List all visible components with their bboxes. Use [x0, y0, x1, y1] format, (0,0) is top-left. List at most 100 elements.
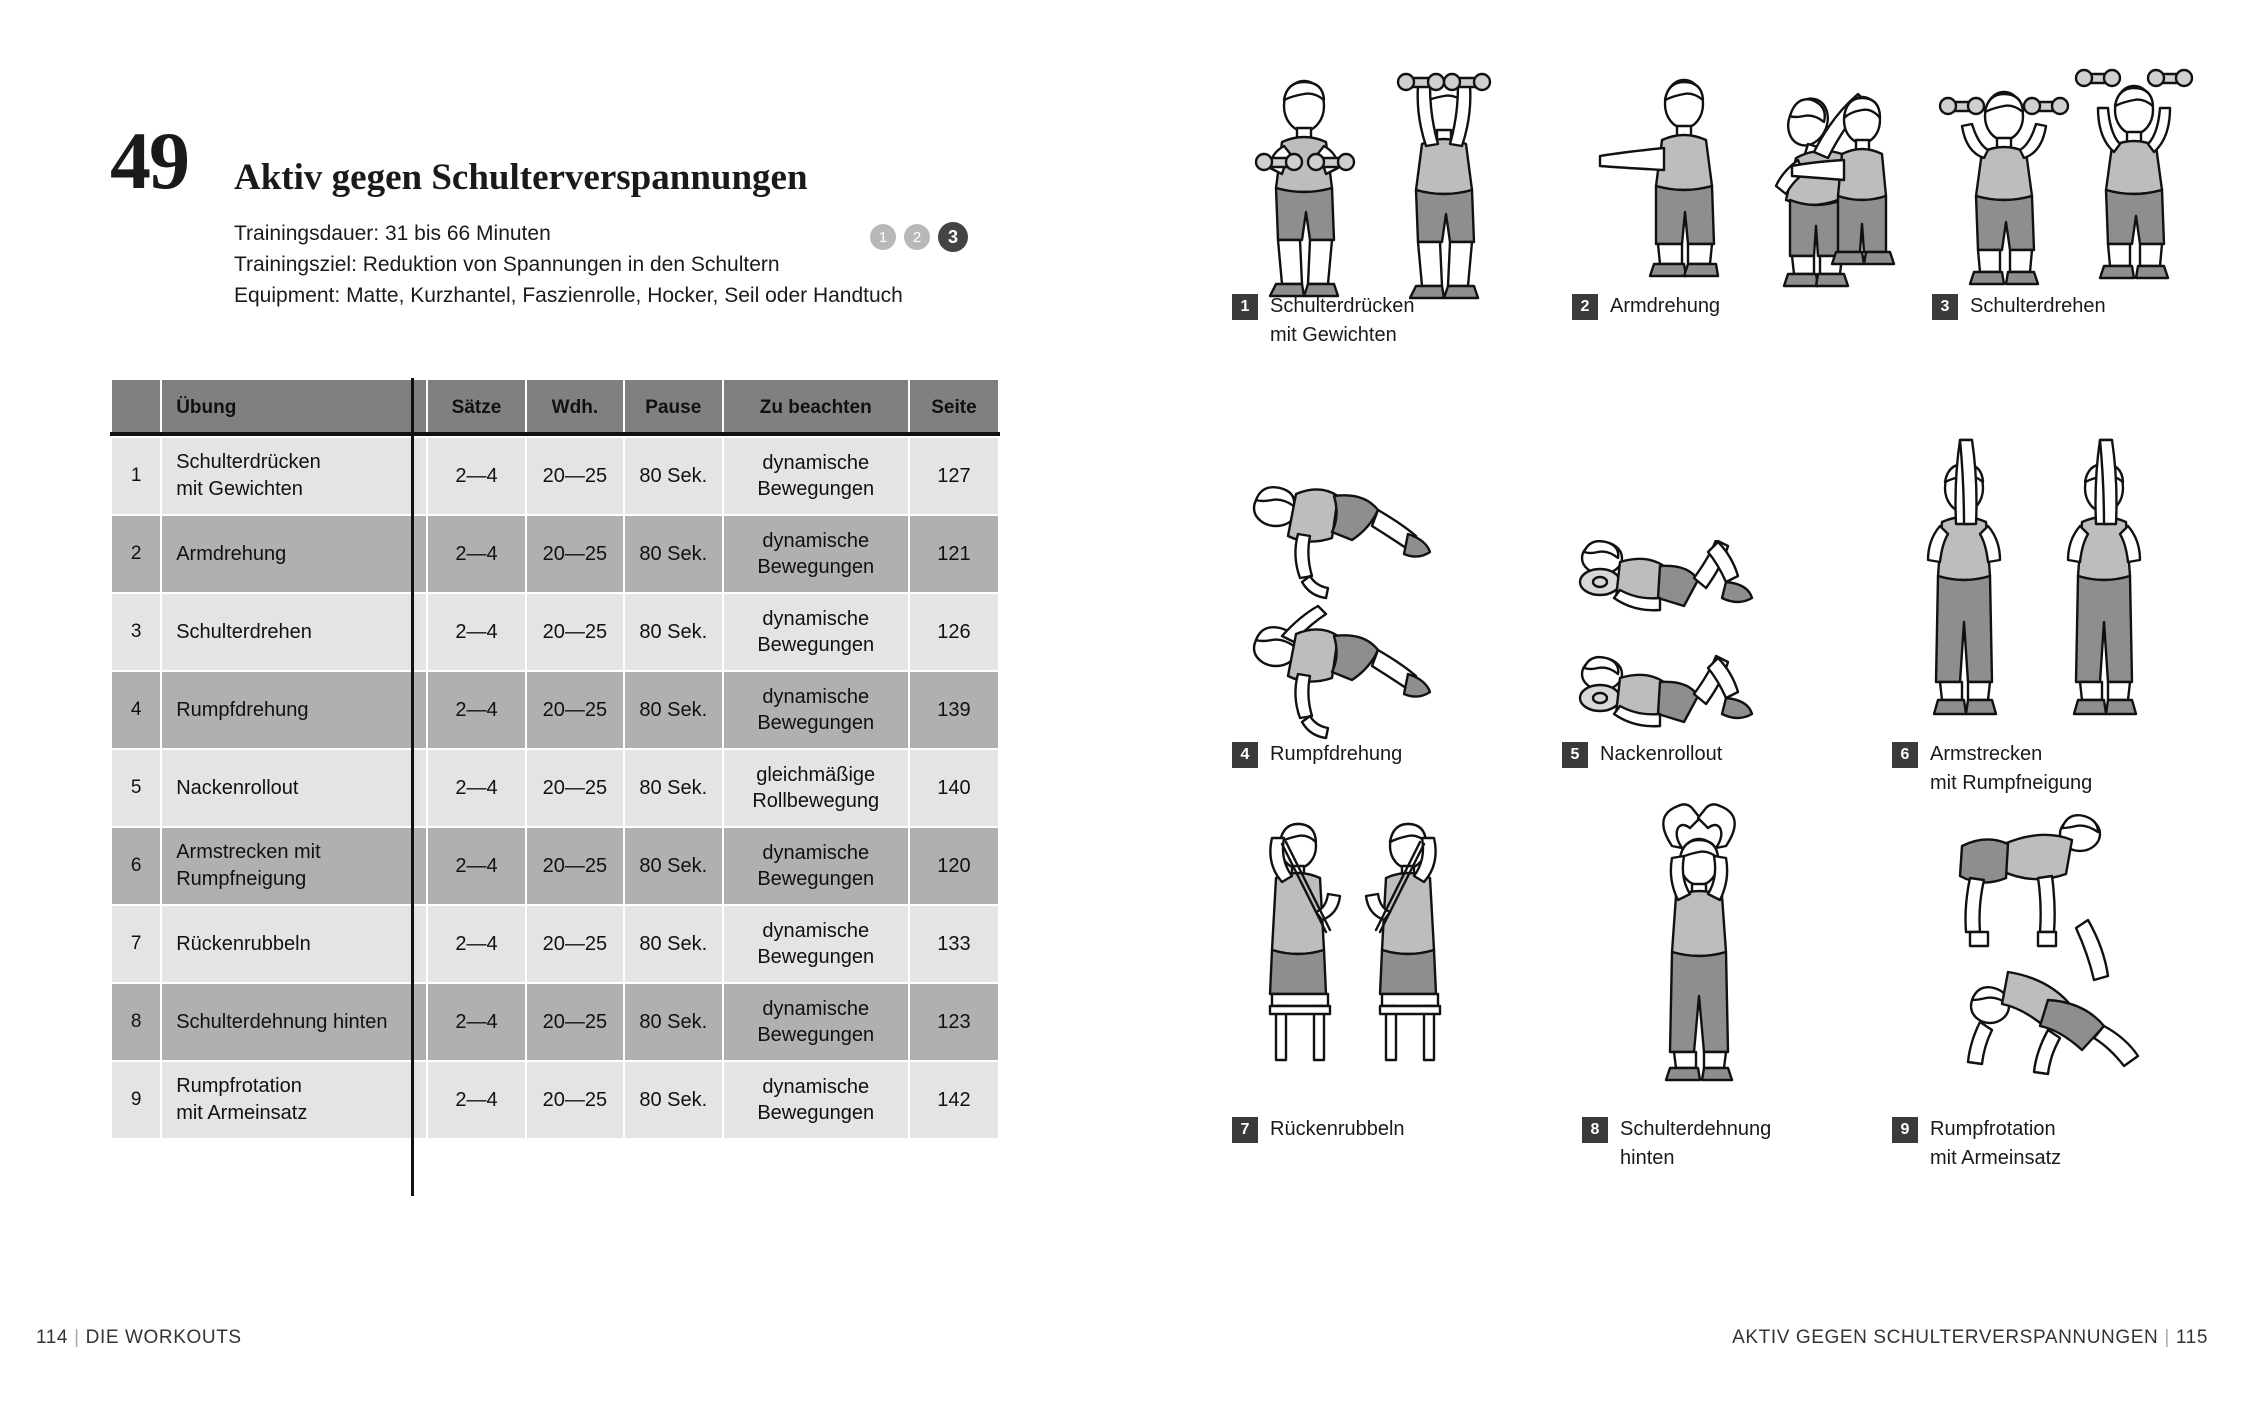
footer-section-label: AKTIV GEGEN SCHULTERVERSPANNUNGEN — [1732, 1327, 2159, 1348]
illustration-grid: 1 Schulterdrücken mit Gewichten 2 Armdre… — [1232, 40, 2232, 1210]
caption-text: Schulterdehnung hinten — [1620, 1118, 1772, 1169]
level-dot-2: 2 — [904, 224, 930, 250]
illustration-1 — [1232, 50, 1562, 300]
equipment: Equipment: Matte, Kurzhantel, Faszienrol… — [234, 284, 903, 308]
cell-sets: 2—4 — [428, 438, 525, 514]
caption-badge: 7 — [1232, 1117, 1258, 1143]
footer-page-number: 115 — [2175, 1327, 2208, 1348]
caption-text: Nackenrollout — [1600, 743, 1723, 765]
caption-badge: 4 — [1232, 742, 1258, 768]
illustration-caption-4: 4 Rumpfdrehung — [1232, 740, 1532, 769]
header-pause: Pause — [625, 380, 722, 436]
cell-page: 133 — [909, 906, 998, 982]
illustration-caption-3: 3 Schulterdrehen — [1932, 292, 2232, 321]
cell-pause: 80 Sek. — [625, 438, 722, 514]
illustration-8 — [1582, 800, 1822, 1100]
footer-right: AKTIV GEGEN SCHULTERVERSPANNUNGEN|115 — [1732, 1327, 2208, 1349]
cell-index: 7 — [112, 906, 161, 982]
caption-badge: 2 — [1572, 294, 1598, 320]
table-header-row: Übung Sätze Wdh. Pause Zu beachten Seite — [112, 380, 998, 436]
caption-badge: 1 — [1232, 294, 1258, 320]
table-row: 2 Armdrehung 2—4 20—25 80 Sek. dynamisch… — [112, 516, 998, 592]
cell-page: 142 — [909, 1062, 998, 1138]
cell-pause: 80 Sek. — [625, 672, 722, 748]
cell-sets: 2—4 — [428, 750, 525, 826]
cell-page: 120 — [909, 828, 998, 904]
cell-index: 6 — [112, 828, 161, 904]
illustration-5 — [1562, 540, 1822, 770]
shoulder-press-figure-icon — [1254, 72, 1492, 300]
illustration-2 — [1572, 60, 1902, 310]
caption-text: Armstrecken mit Rumpfneigung — [1930, 743, 2093, 794]
illustration-caption-2: 2 Armdrehung — [1572, 292, 1872, 321]
cell-page: 127 — [909, 438, 998, 514]
cell-index: 9 — [112, 1062, 161, 1138]
cell-reps: 20—25 — [526, 984, 624, 1060]
arm-stretch-figure-icon — [1926, 438, 2142, 716]
caption-text: Schulterdrücken mit Gewichten — [1270, 295, 1415, 346]
cell-note: dynamische Bewegungen — [723, 594, 908, 670]
difficulty-level-indicator: 1 2 3 — [870, 222, 968, 252]
cell-pause: 80 Sek. — [625, 594, 722, 670]
cell-exercise: Rumpfrotation mit Armeinsatz — [162, 1062, 427, 1138]
arm-rotation-figure-icon — [1598, 78, 1896, 288]
table-row: 1 Schulterdrücken mit Gewichten 2—4 20—2… — [112, 438, 998, 514]
caption-badge: 8 — [1582, 1117, 1608, 1143]
illustration-7 — [1232, 810, 1502, 1110]
caption-text: Rumpfdrehung — [1270, 743, 1403, 765]
table-header-rule — [110, 432, 1000, 436]
cell-note: dynamische Bewegungen — [723, 672, 908, 748]
cell-exercise: Rückenrubbeln — [162, 906, 427, 982]
header-sets: Sätze — [428, 380, 525, 436]
illustration-caption-8: 8 Schulterdehnung hinten — [1582, 1115, 1882, 1173]
cell-index: 1 — [112, 438, 161, 514]
cell-pause: 80 Sek. — [625, 828, 722, 904]
footer-page-number: 114 — [36, 1327, 69, 1348]
cell-pause: 80 Sek. — [625, 1062, 722, 1138]
cell-sets: 2—4 — [428, 984, 525, 1060]
illustration-row-2: 4 Rumpfdrehung 5 Nackenrollout 6 Armstre… — [1232, 438, 2232, 820]
cell-page: 139 — [909, 672, 998, 748]
illustration-caption-1: 1 Schulterdrücken mit Gewichten — [1232, 292, 1532, 350]
header-exercise: Übung — [162, 380, 427, 436]
workout-meta: Trainingsdauer: 31 bis 66 Minuten Traini… — [234, 218, 903, 311]
illustration-6 — [1892, 380, 2192, 760]
cell-page: 123 — [909, 984, 998, 1060]
workout-number: 49 — [110, 115, 190, 206]
cell-exercise: Schulterdrücken mit Gewichten — [162, 438, 427, 514]
illustration-row-1: 1 Schulterdrücken mit Gewichten 2 Armdre… — [1232, 40, 2232, 440]
cell-note: dynamische Bewegungen — [723, 1062, 908, 1138]
back-rub-figure-icon — [1268, 822, 1442, 1062]
page-title: Aktiv gegen Schulterverspannungen — [234, 157, 808, 198]
cell-reps: 20—25 — [526, 906, 624, 982]
exercise-table: Übung Sätze Wdh. Pause Zu beachten Seite… — [110, 378, 1000, 1140]
cell-index: 5 — [112, 750, 161, 826]
cell-page: 121 — [909, 516, 998, 592]
cell-exercise: Schulterdehnung hinten — [162, 984, 427, 1060]
cell-sets: 2—4 — [428, 594, 525, 670]
cell-pause: 80 Sek. — [625, 984, 722, 1060]
cell-reps: 20—25 — [526, 828, 624, 904]
shoulder-rotation-figure-icon — [1938, 68, 2194, 286]
cell-exercise: Armdrehung — [162, 516, 427, 592]
table-row: 6 Armstrecken mit Rumpfneigung 2—4 20—25… — [112, 828, 998, 904]
illustration-caption-5: 5 Nackenrollout — [1562, 740, 1862, 769]
cell-index: 8 — [112, 984, 161, 1060]
cell-exercise: Armstrecken mit Rumpfneigung — [162, 828, 427, 904]
cell-sets: 2—4 — [428, 828, 525, 904]
left-page: 49 Aktiv gegen Schulterverspannungen Tra… — [36, 115, 1000, 1349]
cell-sets: 2—4 — [428, 672, 525, 748]
level-dot-1: 1 — [870, 224, 896, 250]
footer-left: 114|DIE WORKOUTS — [36, 1327, 242, 1349]
cell-page: 140 — [909, 750, 998, 826]
header-reps: Wdh. — [526, 380, 624, 436]
right-page: 1 Schulterdrücken mit Gewichten 2 Armdre… — [1122, 0, 2244, 1417]
table-row: 7 Rückenrubbeln 2—4 20—25 80 Sek. dynami… — [112, 906, 998, 982]
caption-badge: 6 — [1892, 742, 1918, 768]
illustration-4 — [1232, 450, 1492, 740]
cell-page: 126 — [909, 594, 998, 670]
table-row: 3 Schulterdrehen 2—4 20—25 80 Sek. dynam… — [112, 594, 998, 670]
illustration-row-3: 7 Rückenrubbeln 8 Schulterdehnung hinten… — [1232, 803, 2232, 1210]
cell-note: dynamische Bewegungen — [723, 438, 908, 514]
cell-pause: 80 Sek. — [625, 906, 722, 982]
